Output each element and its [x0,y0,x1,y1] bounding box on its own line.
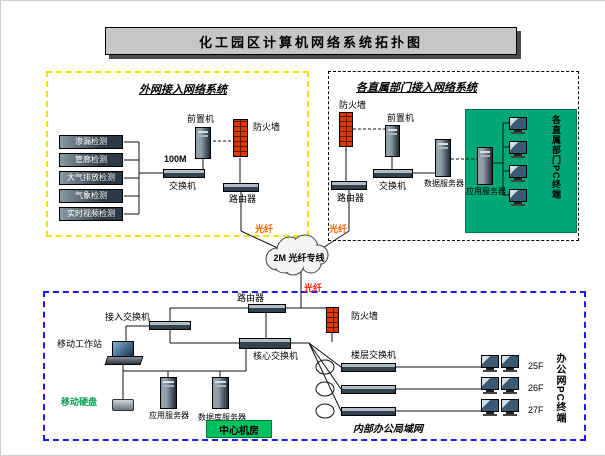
internal-section-box [43,291,586,441]
office-pc-icon [481,377,499,394]
internal-app-server-icon [160,377,177,409]
extnet-firewall-label: 防火墙 [253,122,281,132]
mobile-disk-icon [112,399,134,411]
office-pc-terminals-label: 办公网PC终端 [554,353,565,424]
sensor-node-leak: 渗漏检测 [59,135,123,149]
floor-switch-icon-25f [341,363,396,372]
extnet-switch-icon [163,169,205,178]
office-pc-icon [501,399,519,416]
mobile-disk-label: 移动硬盘 [61,397,98,407]
floor-switch-label: 楼层交换机 [351,350,397,360]
core-switch-label: 核心交换机 [253,351,299,361]
dept-router-label: 路由器 [337,193,365,203]
internal-lan-label: 内部办公局域网 [353,424,423,435]
dept-frontend-label: 前置机 [387,113,415,123]
db-server-icon [212,377,229,409]
access-switch-label: 接入交换机 [105,312,151,322]
extnet-fiber-label: 光纤 [255,224,274,234]
sensor-node-pipe-gallery: 管廊检测 [59,153,123,167]
extnet-switch-label: 交换机 [169,181,197,191]
sensor-node-video: 实时视频检测 [59,207,123,221]
extnet-firewall-icon [233,119,248,157]
diagram-title: 化工园区计算机网络系统拓扑图 [105,27,517,55]
mobile-workstation-icon [104,341,144,365]
office-pc-icon [481,355,499,372]
db-server-label: 数据库服务器 [198,413,246,422]
dept-fiber-label: 光纤 [329,224,348,234]
wan-cloud-label: 2M 光纤专线 [273,252,324,263]
dept-router-icon [331,181,367,190]
dept-data-server-label: 数据服务器 [424,179,464,188]
internal-router-label: 路由器 [237,293,265,303]
internal-fiber-label: 光纤 [304,283,323,293]
sensor-node-weather: 气象检测 [59,189,123,203]
extnet-frontend-icon [195,127,211,159]
office-pc-icon [501,355,519,372]
dept-switch-icon [373,169,413,178]
extnet-section-box [46,71,309,237]
floor-switch-icon-27f [341,407,396,416]
sensor-node-air-emission: 大气排放检测 [59,171,123,185]
diagram-title-text: 化工园区计算机网络系统拓扑图 [198,34,423,50]
internal-firewall-icon [326,307,339,333]
extnet-frontend-label: 前置机 [187,114,215,124]
office-pc-icon [501,377,519,394]
dept-pc-icon [509,189,527,206]
dept-data-server-icon [435,139,451,177]
dept-app-server-label: 应用服务器 [466,187,506,196]
dept-pc-icon [509,117,527,134]
dept-switch-label: 交换机 [379,181,407,191]
extnet-router-label: 路由器 [229,194,257,204]
dept-section-title: 各直属部门接入网络系统 [356,82,477,94]
dept-frontend-icon [385,125,400,157]
server-room-badge: 中心机房 [206,420,272,438]
floor-label-27f: 27F [528,405,544,415]
core-switch-icon [239,338,291,349]
extnet-section-title: 外网接入网络系统 [139,84,227,96]
bandwidth-label: 100M [164,154,187,164]
wan-cloud: 2M 光纤专线 [265,234,329,276]
dept-firewall-label: 防火墙 [339,100,367,110]
floor-label-25f: 25F [528,361,544,371]
floor-switch-icon-26f [341,385,396,394]
internal-firewall-label: 防火墙 [351,311,379,321]
workstation-label: 移动工作站 [57,339,103,349]
internal-app-server-label: 应用服务器 [149,411,189,420]
dept-section-box [328,71,579,241]
floor-label-26f: 26F [528,383,544,393]
internal-router-icon [248,304,286,313]
extnet-router-icon [223,183,259,192]
dept-pc-icon [509,165,527,182]
dept-firewall-icon [339,112,353,147]
office-pc-icon [481,399,499,416]
dept-app-server-icon [477,147,493,185]
dept-pc-terminals-label: 各直属部门PC终端 [551,115,561,200]
dept-pc-icon [509,141,527,158]
access-switch-icon [149,321,191,330]
